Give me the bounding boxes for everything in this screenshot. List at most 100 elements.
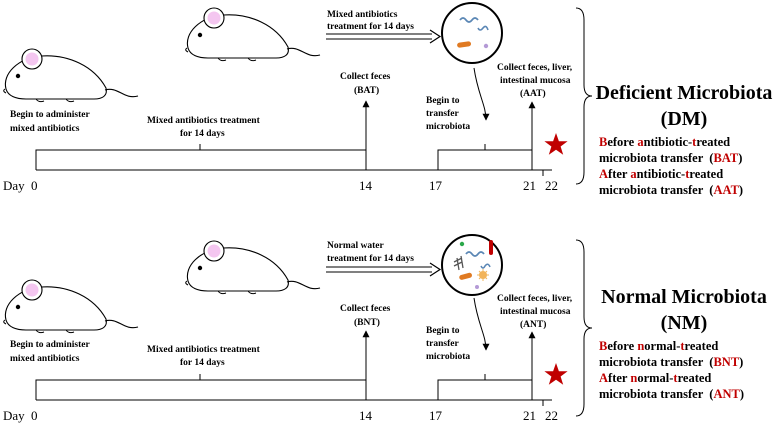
star-icon — [544, 133, 568, 155]
transfer-bracket — [437, 144, 533, 170]
tick-17: 17 — [429, 178, 443, 193]
desc-run: ) — [739, 183, 743, 197]
desc-run: microbiota transfer ( — [599, 151, 713, 165]
desc-run: t — [673, 371, 678, 385]
desc-run: reated — [696, 135, 730, 149]
protocol-label-2: treatment for 14 days — [327, 254, 414, 264]
begin-admin-label: Begin to administer — [10, 110, 90, 120]
desc-run: ) — [739, 355, 743, 369]
desc-run: ) — [738, 151, 742, 165]
treatment-label: Mixed antibiotics treatment — [147, 116, 261, 126]
desc-run: efore — [607, 339, 637, 353]
desc-line: microbiota transfer (ANT) — [599, 387, 744, 401]
tick-21: 21 — [523, 408, 536, 423]
tick-14: 14 — [359, 408, 373, 423]
group-title: Deficient Microbiota — [596, 82, 773, 104]
arrow-to-transfer — [473, 67, 490, 121]
desc-run: fter — [608, 167, 630, 181]
desc-run: a — [637, 135, 644, 149]
collect-final-label: Collect feces, liver, — [497, 294, 573, 304]
desc-run: t — [685, 167, 690, 181]
desc-run: microbiota transfer ( — [599, 387, 713, 401]
mouse-icon — [185, 240, 321, 295]
desc-run: ) — [740, 387, 744, 401]
protocol-label: Normal water — [327, 241, 384, 251]
transfer-bracket — [437, 374, 533, 400]
star-icon — [544, 363, 568, 385]
treatment-bracket — [35, 374, 367, 400]
arrow-to-transfer — [473, 297, 490, 351]
desc-run: A — [599, 371, 608, 385]
tick-22: 22 — [545, 178, 558, 193]
bacteria-circle-icon — [441, 2, 503, 64]
desc-run: reated — [689, 167, 723, 181]
double-arrow-icon — [326, 29, 442, 44]
mouse-icon — [3, 279, 139, 334]
day-label: Day — [3, 408, 25, 423]
desc-run: BAT — [713, 151, 738, 165]
desc-run: ntibiotic- — [637, 167, 686, 181]
desc-line: microbiota transfer (BNT) — [599, 355, 743, 369]
desc-line: microbiota transfer (AAT) — [599, 183, 743, 197]
desc-run: BNT — [713, 355, 739, 369]
treatment-bracket — [35, 144, 367, 170]
desc-line: After antibiotic-treated — [599, 167, 723, 181]
tick-0: 0 — [31, 408, 38, 423]
bacteria-circle-icon — [441, 234, 503, 296]
collect-feces-code: (BNT) — [354, 317, 380, 328]
desc-run: ntibiotic- — [644, 135, 693, 149]
tick-0: 0 — [31, 178, 38, 193]
collect-final-label-2: intestinal mucosa — [500, 76, 571, 86]
panel-deficient-microbiota: Mixed antibiotics treatment for 14 days … — [3, 2, 773, 197]
desc-run: reated — [685, 339, 719, 353]
day-label: Day — [3, 178, 25, 193]
desc-run: A — [599, 167, 608, 181]
begin-admin-label-2: mixed antibiotics — [10, 354, 80, 364]
panel-normal-microbiota: Normal water treatment for 14 days Begin… — [3, 234, 767, 423]
desc-run: B — [599, 339, 607, 353]
collect-feces-code: (BAT) — [354, 85, 379, 96]
desc-run: n — [630, 371, 637, 385]
bracket-icon — [575, 7, 593, 185]
collect-final-code: (AAT) — [520, 88, 546, 99]
desc-line: Before normal-treated — [599, 339, 718, 353]
group-title: Normal Microbiota — [601, 286, 767, 308]
collect-feces-label: Collect feces — [340, 304, 391, 314]
tick-21: 21 — [523, 178, 536, 193]
collect-final-label: Collect feces, liver, — [497, 63, 573, 73]
protocol-label-2: treatment for 14 days — [327, 22, 414, 32]
tick-22: 22 — [545, 408, 558, 423]
group-abbr: (DM) — [661, 108, 708, 130]
desc-run: ANT — [713, 387, 740, 401]
begin-transfer-label-3: microbiota — [426, 122, 470, 132]
treatment-label-2: for 14 days — [180, 358, 225, 368]
desc-run: n — [637, 339, 644, 353]
desc-run: B — [599, 135, 607, 149]
treatment-label: Mixed antibiotics treatment — [147, 345, 261, 355]
tick-14: 14 — [359, 178, 373, 193]
begin-admin-label: Begin to administer — [10, 340, 90, 350]
collect-final-code: (ANT) — [520, 319, 546, 330]
desc-run: ormal- — [644, 339, 680, 353]
begin-admin-label-2: mixed antibiotics — [10, 124, 80, 134]
begin-transfer-label-3: microbiota — [426, 352, 470, 362]
begin-transfer-label-2: transfer — [426, 339, 459, 349]
desc-run: efore — [607, 135, 637, 149]
desc-run: a — [630, 167, 637, 181]
mouse-icon — [185, 7, 321, 62]
desc-run: microbiota transfer ( — [599, 183, 713, 197]
protocol-label: Mixed antibiotics — [327, 10, 398, 20]
begin-transfer-label-2: transfer — [426, 109, 459, 119]
desc-run: t — [692, 135, 697, 149]
collect-final-label-2: intestinal mucosa — [500, 307, 571, 317]
desc-run: fter — [608, 371, 630, 385]
desc-run: microbiota transfer ( — [599, 355, 713, 369]
bracket-icon — [575, 239, 593, 417]
tick-17: 17 — [429, 408, 443, 423]
desc-run: reated — [678, 371, 712, 385]
desc-line: microbiota transfer (BAT) — [599, 151, 742, 165]
desc-run: t — [680, 339, 685, 353]
begin-transfer-label: Begin to — [426, 326, 460, 336]
desc-run: ormal- — [637, 371, 673, 385]
